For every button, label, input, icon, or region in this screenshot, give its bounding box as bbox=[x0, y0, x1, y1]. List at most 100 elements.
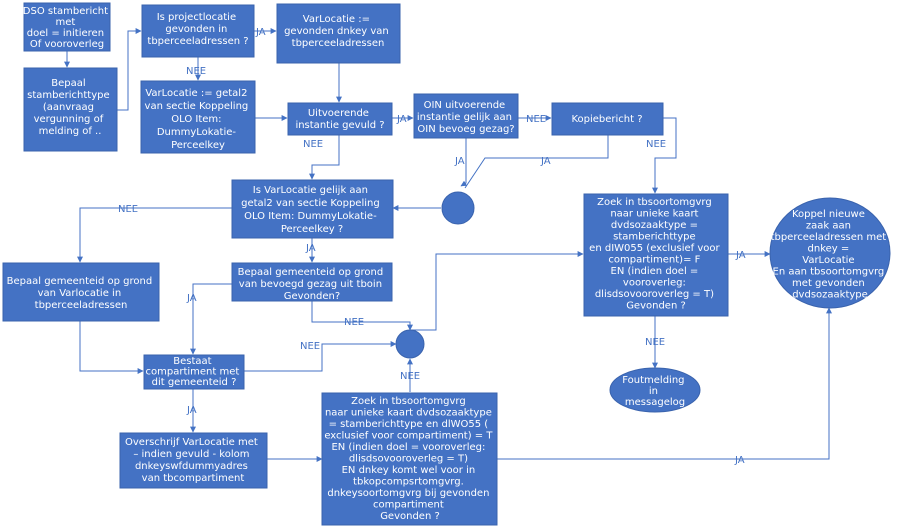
zoek-1-line: dvdsozaaktype = bbox=[611, 220, 698, 231]
start-line: Of vooroverleg bbox=[30, 39, 104, 50]
edge-label-nee: NEE bbox=[303, 139, 323, 150]
oin-gelijk-box: OIN uitvoerende instantie gelijk aan OIN… bbox=[413, 93, 519, 139]
oin-gelijk-line: OIN bevoeg gezag? bbox=[417, 124, 514, 135]
uitvoerende-instantie-line: instantie gevuld ? bbox=[295, 120, 384, 131]
edge-label-nee: NEE bbox=[645, 337, 665, 348]
zoek-1-line: dlisdsovooroverleg = T) bbox=[595, 289, 714, 300]
kopiebericht-box: Kopiebericht ? bbox=[551, 102, 664, 136]
svg-text:Uitvoerende instantie ge: Uitvoerende instantie gevuld ? bbox=[295, 108, 384, 131]
edge-labels: JA NEE JA NEE NEE NEE JA JA NEE JA JA JA… bbox=[118, 27, 746, 466]
zoek-2-line: naar unieke kaart dvdsozaaktype bbox=[325, 408, 492, 419]
bepaal-gemeenteid-varlocatie-box: Bepaal gemeenteid op grond van Varlocati… bbox=[2, 262, 160, 322]
svg-text:Bestaat compartiment met: Bestaat compartiment met dit gemeenteid … bbox=[146, 356, 243, 388]
zoek-tbsoortomgvrg-box-2: Zoek in tbsoortomgvrg naar unieke kaart … bbox=[321, 392, 498, 526]
edge-kopiebericht-to-merge-circle-1 bbox=[464, 135, 609, 189]
is-varlocatie-gelijk-box: Is VarLocatie gelijk aan getal2 van sect… bbox=[231, 179, 394, 239]
svg-text:Bepaal stamberichttype: Bepaal stamberichttype (aanvraag vergunn… bbox=[27, 78, 113, 137]
bestaat-compartiment-line: dit gemeenteid ? bbox=[152, 377, 237, 388]
zoek-1-line: Gevonden ? bbox=[626, 301, 686, 312]
zoek-2-line: dlisdsovooroverleg = T) bbox=[349, 454, 468, 465]
varlocatie-gevonden-box: VarLocatie := gevonden dnkey van tbperce… bbox=[276, 3, 401, 64]
zoek-1-line: naar unieke kaart bbox=[610, 209, 698, 220]
edge-label-ja: JA bbox=[186, 405, 197, 416]
start-line: doel = initieren bbox=[27, 28, 104, 39]
edge-zoek-2-to-koppel bbox=[497, 307, 832, 460]
bepaal-gemeenteid-var-line: van Varlocatie in bbox=[38, 288, 122, 299]
edge-label-nee: NEE bbox=[646, 139, 666, 150]
bepaal-gemeenteid-var-line: Bepaal gemeenteid op grond bbox=[7, 276, 153, 287]
svg-text:Is projectlocatie gevond: Is projectlocatie gevonden in tbperceela… bbox=[147, 12, 248, 47]
oin-gelijk-line: OIN uitvoerende bbox=[424, 100, 506, 111]
zoek-2-line: Gevonden ? bbox=[380, 511, 440, 522]
varlocatie-getal2-line: DummyLokatie- bbox=[157, 127, 237, 138]
edge-label-nee: NEE bbox=[300, 341, 320, 352]
uitvoerende-instantie-box: Uitvoerende instantie gevuld ? bbox=[287, 102, 393, 136]
svg-text:OIN uitvoerende instanti: OIN uitvoerende instantie gelijk aan OIN… bbox=[417, 100, 515, 135]
edge-label-nee: NEE bbox=[400, 371, 420, 382]
edge-label-nee: NEE bbox=[344, 317, 364, 328]
svg-text:VarLocatie := getal2 van: VarLocatie := getal2 van sectie Koppelin… bbox=[145, 88, 252, 151]
edge-bepaal-type-to-is-projectlocatie bbox=[117, 28, 142, 111]
edge-kopiebericht-to-zoek-1 bbox=[652, 117, 677, 194]
koppel-zaak-line: tbperceeladressen met bbox=[771, 232, 887, 243]
bepaal-type-line: Bepaal bbox=[51, 78, 85, 89]
overschrijf-varlocatie-box: Overschrijf VarLocatie met – indien gevu… bbox=[119, 432, 268, 489]
bepaal-stamberichttype-box: Bepaal stamberichttype (aanvraag vergunn… bbox=[23, 67, 118, 152]
edge-bepaal-gemeenteid-var-to-bestaat bbox=[79, 321, 144, 374]
varlocatie-getal2-line: OLO Item: bbox=[171, 114, 221, 125]
edge-bepaal-gemeenteid-gezag-to-bestaat bbox=[190, 283, 232, 355]
connectors bbox=[64, 28, 832, 462]
merge-circle-1 bbox=[441, 191, 475, 225]
is-projectlocatie-line: tbperceeladressen ? bbox=[147, 36, 248, 47]
foutmelding-line: in bbox=[649, 386, 658, 397]
edge-label-ja: JA bbox=[735, 250, 746, 261]
svg-text:Koppel nieuwe zaak aan: Koppel nieuwe zaak aan tbperceeladressen… bbox=[771, 209, 890, 301]
zoek-1-line: en dIW055 (exclusief voor bbox=[589, 243, 720, 254]
zoek-1-line: stamberichttype bbox=[613, 232, 696, 243]
koppel-zaak-line: met gevonden bbox=[792, 278, 865, 289]
uitvoerende-instantie-line: Uitvoerende bbox=[308, 108, 369, 119]
zoek-1-line: vooroverleg: bbox=[623, 278, 686, 289]
edge-is-varlocatie-gelijk-to-bepaal-gemeenteid-var bbox=[77, 207, 232, 263]
koppel-zaak-line: dvdsozaaktype bbox=[792, 290, 868, 301]
zoek-1-line: compartiment)= F bbox=[608, 255, 700, 266]
oin-gelijk-line: instantie gelijk aan bbox=[417, 112, 512, 123]
svg-text:Bepaal gemeenteid op grond: Bepaal gemeenteid op grond van bevoegd g… bbox=[238, 267, 387, 302]
start-line: DSO stambericht bbox=[23, 6, 108, 17]
varlocatie-gevonden-line: gevonden dnkey van bbox=[284, 26, 389, 37]
start-line: met bbox=[55, 17, 75, 28]
zoek-1-line: Zoek in tbsoortomgvrg bbox=[597, 197, 712, 208]
foutmelding-line: messagelog bbox=[625, 397, 685, 408]
foutmelding-ellipse: Foutmelding in messagelog bbox=[609, 367, 701, 413]
is-varlocatie-gelijk-line: getal2 van sectie Koppeling bbox=[241, 198, 380, 209]
is-varlocatie-gelijk-line: Is VarLocatie gelijk aan bbox=[253, 185, 368, 196]
bepaal-gemeenteid-var-line: tbperceeladressen bbox=[35, 300, 128, 311]
edge-label-ja: JA bbox=[396, 114, 407, 125]
is-varlocatie-gelijk-line: OLO Item: DummyLokatie- bbox=[244, 211, 377, 222]
edge-label-nee: NEE bbox=[526, 114, 546, 125]
svg-text:Overschrijf VarLocatie met: Overschrijf VarLocatie met – indien gevu… bbox=[125, 437, 261, 484]
bepaal-gemeenteid-gezag-line: Gevonden? bbox=[284, 291, 340, 302]
edge-bestaat-to-merge-circle-2 bbox=[244, 341, 397, 372]
zoek-2-line: EN dnkey komt wel voor in bbox=[342, 465, 476, 476]
is-projectlocatie-line: gevonden in bbox=[165, 24, 227, 35]
bepaal-type-line: melding of .. bbox=[39, 126, 102, 137]
zoek-2-line: = stamberichttype en dlWO55 ( bbox=[329, 419, 489, 430]
is-varlocatie-gelijk-line: Perceelkey ? bbox=[281, 224, 343, 235]
foutmelding-line: Foutmelding bbox=[622, 375, 684, 386]
varlocatie-getal2-line: VarLocatie := getal2 bbox=[145, 88, 247, 99]
zoek-2-line: compartiment bbox=[373, 500, 444, 511]
edge-label-ja: JA bbox=[186, 293, 197, 304]
zoek-2-line: Zoek in tbsoortomgvrg bbox=[351, 396, 466, 407]
merge-circle-2 bbox=[395, 329, 425, 359]
bepaal-type-line: vergunning of bbox=[34, 114, 104, 125]
svg-text:Is VarLocatie gelijk aan: Is VarLocatie gelijk aan getal2 van sect… bbox=[241, 185, 383, 235]
is-projectlocatie-line: Is projectlocatie bbox=[157, 12, 236, 23]
koppel-zaak-line: Koppel nieuwe bbox=[792, 209, 865, 220]
start-box: DSO stambericht met doel = initieren Of … bbox=[23, 2, 111, 52]
edge-bepaal-gemeenteid-gezag-to-merge-circle-2 bbox=[311, 301, 413, 331]
koppel-zaak-line: En aan tbsoortomgvrg bbox=[773, 267, 885, 278]
bepaal-type-line: stamberichttype bbox=[27, 90, 110, 101]
svg-text:Bepaal gemeenteid op grond: Bepaal gemeenteid op grond van Varlocati… bbox=[7, 276, 156, 311]
